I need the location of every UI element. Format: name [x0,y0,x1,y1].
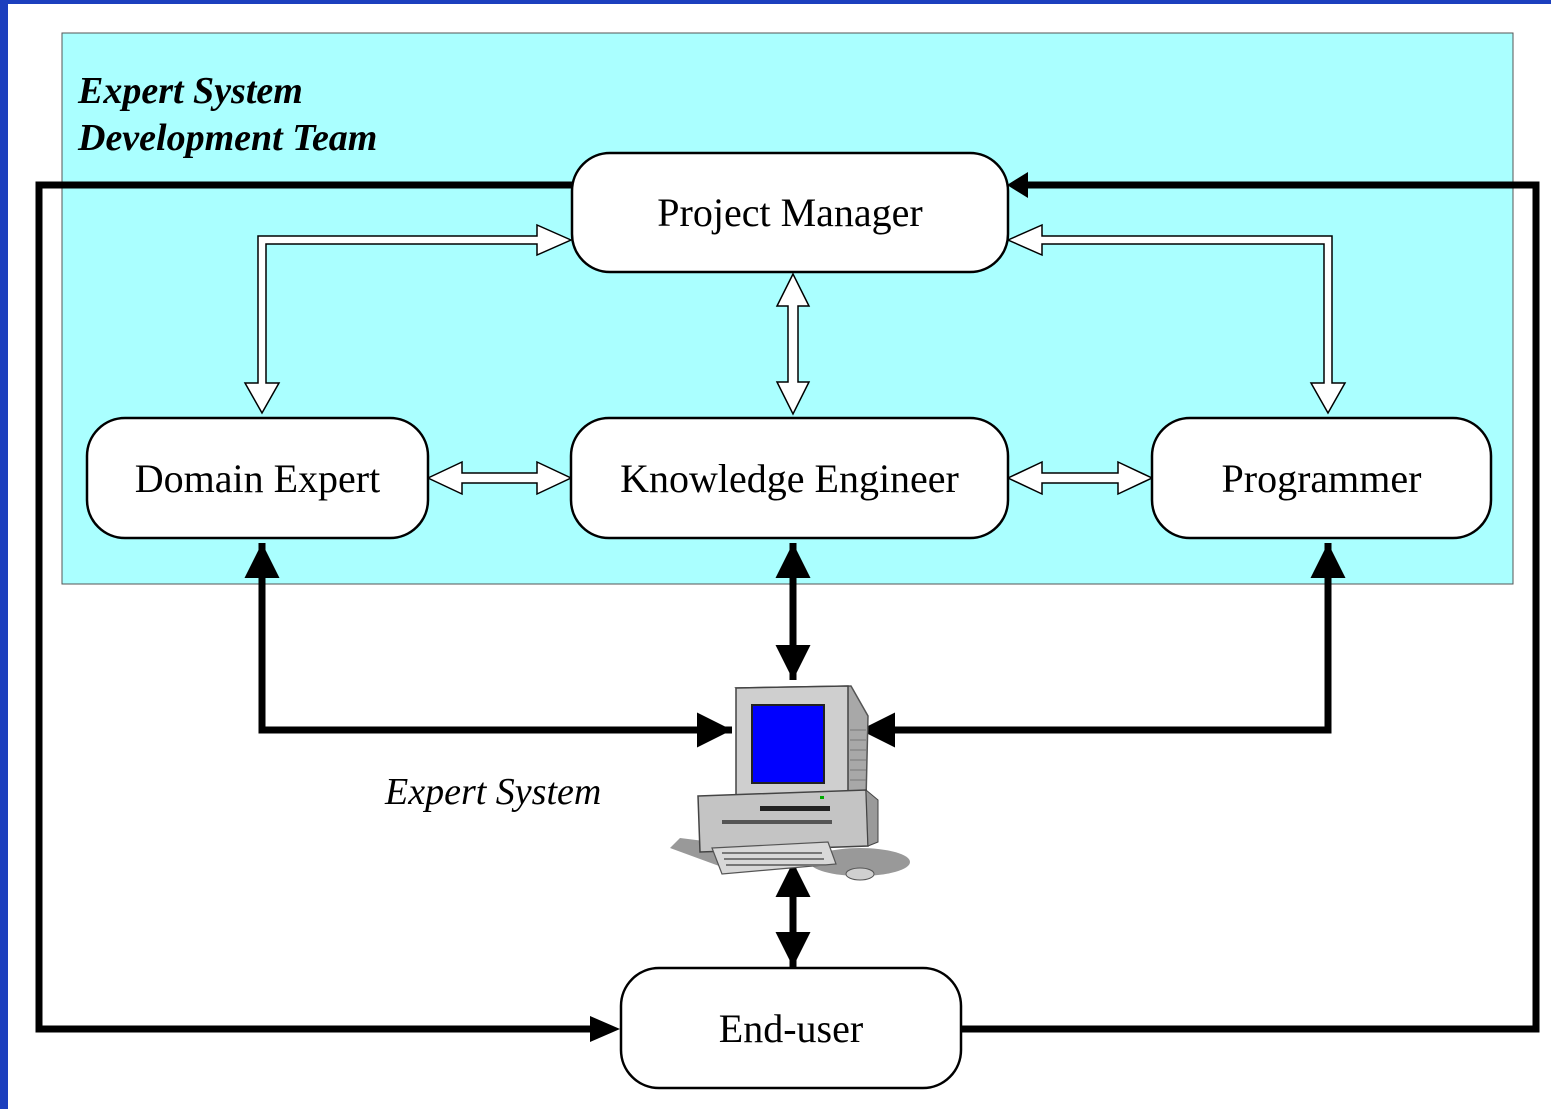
arrow-programmer-expert-system [860,543,1346,748]
box-knowledge-engineer [569,416,1010,540]
label-domain-expert: Domain Expert [134,455,381,501]
team-title: Expert System Development Team [78,68,377,162]
arrowhead-project-manager [1007,172,1028,198]
label-end-user: End-user [718,1005,864,1051]
label-programmer: Programmer [1221,455,1422,501]
arrow-domain-expert-expert-system [244,543,732,748]
label-expert-system: Expert System [385,771,602,813]
box-domain-expert [85,416,430,540]
arrow-pm-programmer [1006,223,1347,415]
box-end-user [619,966,963,1090]
arrow-pm-knowledge-engineer [775,272,811,416]
label-project-manager: Project Manager [657,190,923,235]
box-programmer [1150,416,1493,540]
team-title-line2: Development Team [78,117,378,159]
monitor-screen [751,704,825,784]
arrow-pm-domain-expert [243,223,573,415]
box-project-manager [570,151,1010,274]
computer-icon [670,685,910,881]
label-knowledge-engineer: Knowledge Engineer [620,455,959,501]
team-title-line1: Expert System [78,70,303,112]
outer-loop-connector [35,181,1540,1033]
arrowhead-end-user [590,1016,620,1042]
